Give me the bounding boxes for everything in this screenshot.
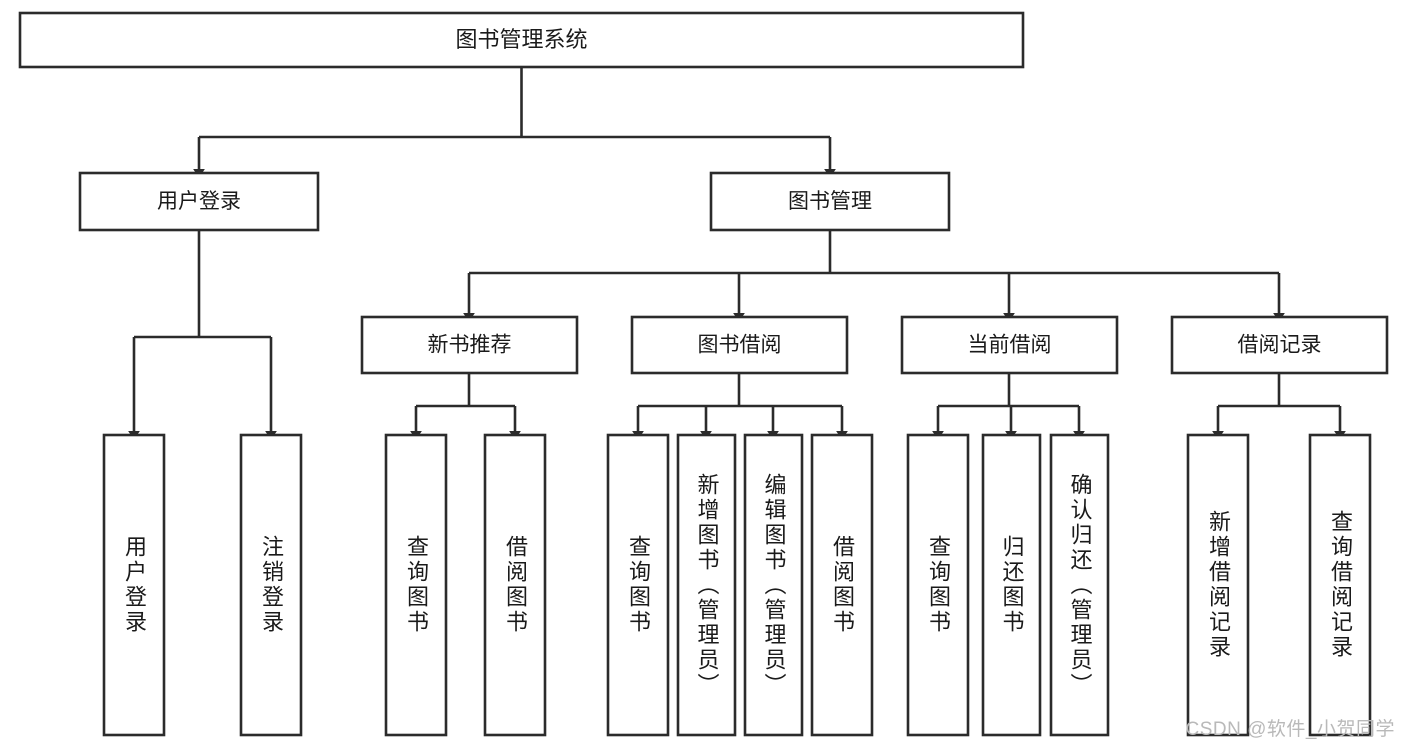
leaf-node-box-8[interactable]	[906, 433, 970, 737]
level3-node-0-label: 新书推荐	[428, 334, 512, 357]
leaf-node-box-10[interactable]	[1049, 433, 1110, 737]
level3-node-1-label: 图书借阅	[698, 334, 782, 357]
level2-node-1-box[interactable]	[709, 171, 951, 232]
level3-node-3-label: 借阅记录	[1238, 334, 1322, 357]
leaf-node-box-4[interactable]	[606, 433, 670, 737]
watermark-text: CSDN @软件_小贺同学	[1185, 719, 1395, 740]
leaf-node-box-5[interactable]	[676, 433, 737, 737]
level2-node-1-label: 图书管理	[788, 190, 872, 213]
level2-node-0-box[interactable]	[78, 171, 320, 232]
leaf-node-box-3[interactable]	[483, 433, 547, 737]
level2-node-0-label: 用户登录	[157, 190, 241, 213]
leaf-node-box-6[interactable]	[743, 433, 804, 737]
level3-node-2-label: 当前借阅	[968, 334, 1052, 357]
leaf-node-box-11[interactable]	[1186, 433, 1250, 737]
leaf-node-box-2[interactable]	[384, 433, 448, 737]
level3-node-1-box[interactable]	[630, 315, 849, 375]
leaf-node-box-7[interactable]	[810, 433, 874, 737]
connectors-layer	[128, 67, 1346, 440]
leaf-node-box-0[interactable]	[102, 433, 166, 737]
level3-node-2-box[interactable]	[900, 315, 1119, 375]
root-node-图书管理系统-label: 图书管理系统	[455, 27, 587, 52]
leaf-node-box-9[interactable]	[981, 433, 1042, 737]
leaf-node-box-12[interactable]	[1308, 433, 1372, 737]
level3-node-0-box[interactable]	[360, 315, 579, 375]
root-node-图书管理系统-box[interactable]	[18, 11, 1025, 69]
leaf-node-box-1[interactable]	[239, 433, 303, 737]
level3-node-3-box[interactable]	[1170, 315, 1389, 375]
